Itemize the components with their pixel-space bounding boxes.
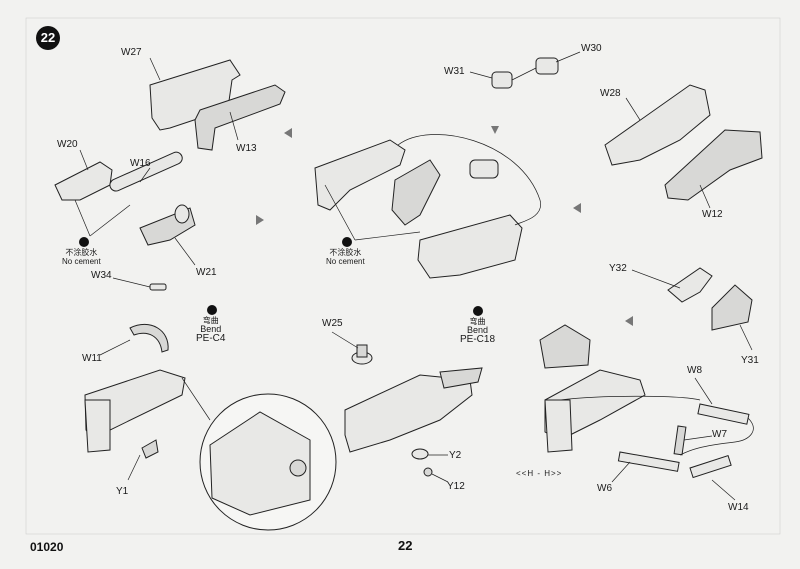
arrow-down-icon	[491, 126, 499, 134]
bend-note-1: 弯曲 Bend PE-C4	[196, 316, 226, 344]
bend-note-part: PE-C18	[460, 334, 496, 345]
no-cement-note-en: No cement	[62, 257, 101, 266]
part-label-y12: Y12	[447, 481, 465, 492]
part-label-w34: W34	[91, 270, 112, 281]
subassembly-center	[314, 134, 541, 279]
part-label-w7: W7	[712, 429, 727, 440]
part-label-w27: W27	[121, 47, 142, 58]
part-label-w25: W25	[322, 318, 343, 329]
arrow-left-icon	[284, 128, 292, 138]
part-label-w8: W8	[687, 365, 702, 376]
subassembly-w25-y2-y12	[331, 306, 483, 483]
arrow-left-icon	[573, 203, 581, 213]
part-label-y32: Y32	[609, 263, 627, 274]
no-cement-note-cn: 不涂胶水	[329, 248, 362, 257]
bend-icon	[207, 305, 217, 315]
no-cement-note-1: 不涂胶水 No cement	[62, 248, 101, 266]
part-label-w30: W30	[581, 43, 602, 54]
part-label-w14: W14	[728, 502, 749, 513]
part-label-w12: W12	[702, 209, 723, 220]
page-frame	[25, 17, 781, 535]
part-label-w21: W21	[196, 267, 217, 278]
step-number-badge: 22	[36, 26, 60, 50]
subassembly-w27-w13	[149, 57, 286, 151]
part-label-w6: W6	[597, 483, 612, 494]
bend-note-en: Bend	[466, 325, 489, 335]
bend-icon	[473, 306, 483, 316]
bend-note-2: 弯曲 Bend PE-C18	[460, 317, 496, 345]
no-cement-icon	[342, 237, 352, 247]
part-label-w11: W11	[82, 353, 102, 364]
bend-note-cn: 弯曲	[202, 316, 219, 325]
product-code: 01020	[30, 540, 64, 554]
part-label-w31: W31	[444, 66, 465, 77]
part-label-y2: Y2	[449, 450, 462, 461]
no-cement-note-en: No cement	[326, 257, 365, 266]
section-label: <<H - H>>	[516, 469, 563, 478]
no-cement-icon	[79, 237, 89, 247]
arrow-left-icon	[625, 316, 633, 326]
subassembly-w34-w11-y1	[84, 277, 337, 531]
part-label-w20: W20	[57, 139, 78, 150]
bend-note-en: Bend	[200, 324, 222, 334]
subassembly-w8-w7-w6-w14	[539, 324, 754, 501]
part-label-y1: Y1	[116, 486, 129, 497]
part-label-w28: W28	[600, 88, 621, 99]
subassembly-w20-w16-w21	[54, 149, 196, 266]
page-number: 22	[398, 538, 413, 553]
subassembly-y32-y31	[631, 267, 753, 351]
part-label-y31: Y31	[741, 355, 759, 366]
bend-note-cn: 弯曲	[469, 317, 486, 326]
arrow-right-icon	[256, 215, 264, 225]
part-label-w13: W13	[236, 143, 257, 154]
no-cement-note-2: 不涂胶水 No cement	[326, 248, 365, 266]
subassembly-w28-w12	[604, 84, 763, 209]
subassembly-w31-w30	[469, 51, 581, 89]
bend-note-part: PE-C4	[196, 333, 226, 344]
no-cement-note-cn: 不涂胶水	[65, 248, 98, 257]
part-label-w16: W16	[130, 158, 151, 169]
